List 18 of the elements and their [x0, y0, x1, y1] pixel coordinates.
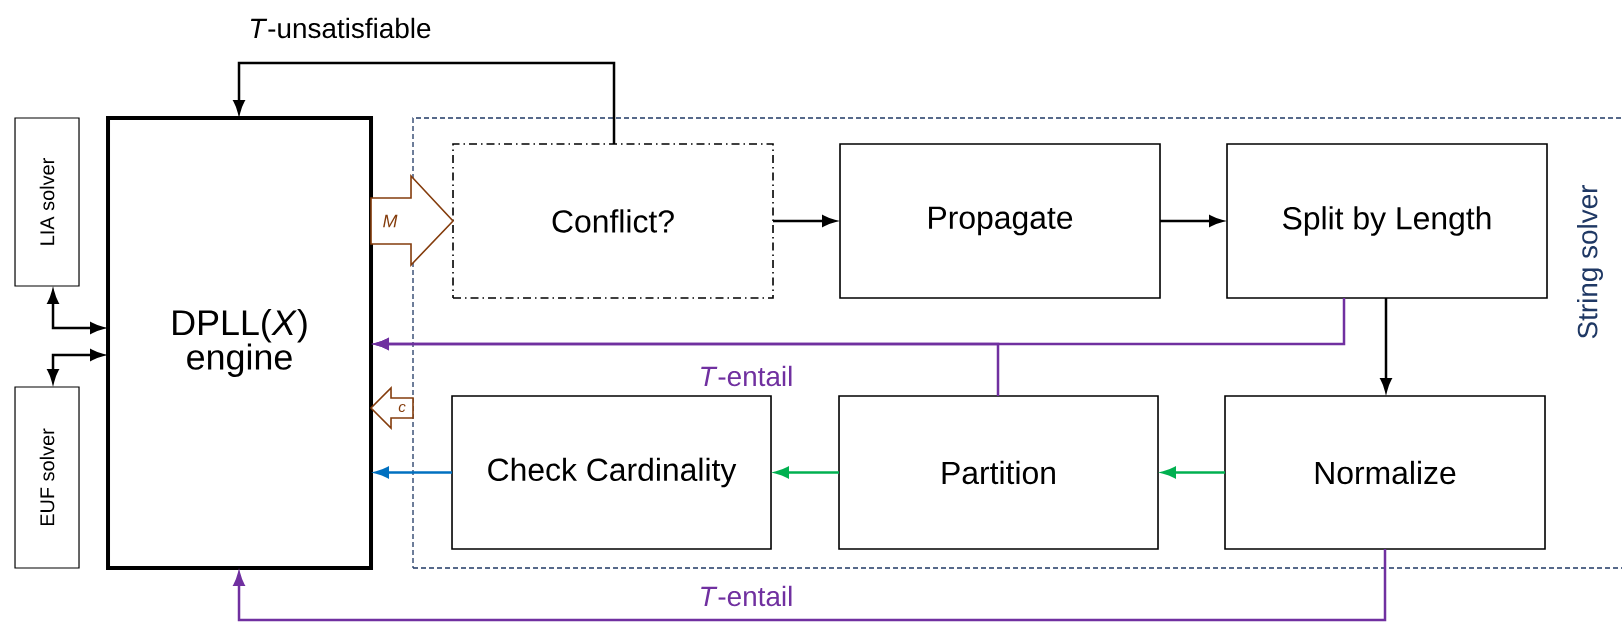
arrow	[233, 61, 616, 144]
block-arrow	[369, 386, 414, 430]
edge-label: T-entail	[697, 364, 795, 388]
process-box: Check Cardinality	[451, 395, 772, 550]
solver-box: EUF solver	[14, 386, 80, 569]
edge-label: T-entail	[697, 584, 795, 608]
block-arrow	[370, 173, 455, 267]
process-box: Propagate	[839, 143, 1161, 299]
process-box: Split by Length	[1226, 143, 1548, 299]
arrow	[233, 549, 1387, 622]
edge-label: M	[383, 214, 398, 228]
process-box: Partition	[838, 395, 1159, 550]
engine-box: DPLL(X) engine	[106, 116, 373, 570]
edge-label: c	[398, 403, 406, 413]
process-box: Normalize	[1224, 395, 1546, 550]
edge-label: T-unsatisfiable	[247, 16, 433, 40]
solver-box: LIA solver	[14, 117, 80, 287]
frame-label: String solver	[1577, 185, 1603, 339]
